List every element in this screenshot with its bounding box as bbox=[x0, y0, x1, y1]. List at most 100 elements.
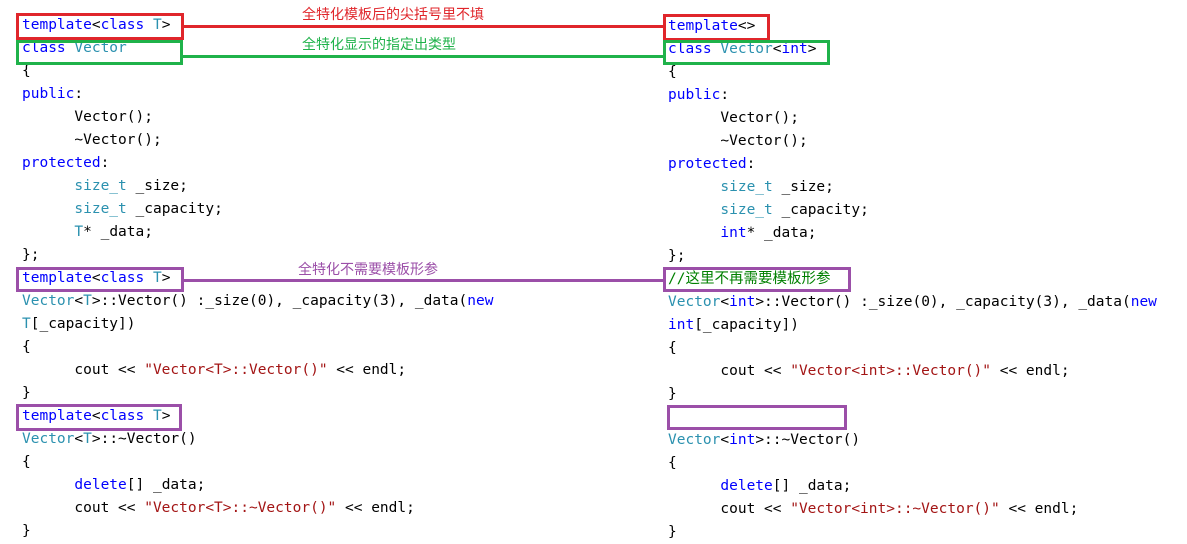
code-token: Vector bbox=[74, 40, 127, 56]
code-line: cout << "Vector<int>::~Vector()" << endl… bbox=[668, 498, 1157, 521]
code-line: Vector<int>::Vector() :_size(0), _capaci… bbox=[668, 291, 1157, 314]
code-line: } bbox=[22, 520, 493, 543]
code-token: } bbox=[668, 386, 677, 402]
purple-connector-line bbox=[184, 279, 663, 282]
code-token bbox=[22, 201, 74, 217]
code-line: cout << "Vector<T>::Vector()" << endl; bbox=[22, 359, 493, 382]
code-token: > bbox=[161, 270, 171, 286]
code-line: size_t _size; bbox=[668, 176, 1157, 199]
code-line: size_t _capacity; bbox=[22, 198, 493, 221]
code-token: Vector bbox=[22, 431, 75, 447]
code-token: protected bbox=[22, 155, 101, 171]
code-line: delete[] _data; bbox=[668, 475, 1157, 498]
code-token: Vector bbox=[22, 293, 75, 309]
code-line: size_t _size; bbox=[22, 175, 493, 198]
code-token: _capacity; bbox=[772, 202, 869, 218]
code-token: [_capacity]) bbox=[694, 317, 799, 333]
code-token: : bbox=[720, 87, 730, 103]
code-token: size_t bbox=[74, 178, 127, 194]
code-token: public bbox=[22, 86, 75, 102]
code-token: "Vector<int>::Vector()" bbox=[790, 363, 992, 379]
code-token bbox=[668, 179, 720, 195]
code-line: { bbox=[22, 451, 493, 474]
code-token: new bbox=[467, 293, 494, 309]
code-line: public: bbox=[668, 84, 1157, 107]
code-token: Vector bbox=[720, 41, 773, 57]
code-line: //这里不再需要模板形参 bbox=[668, 268, 1157, 291]
code-line: } bbox=[668, 383, 1157, 406]
code-token: ~Vector(); bbox=[668, 133, 808, 149]
code-token: public bbox=[668, 87, 721, 103]
code-token: Vector(); bbox=[22, 109, 153, 125]
code-line: template<class T> bbox=[22, 14, 493, 37]
code-line: { bbox=[668, 452, 1157, 475]
code-token: T bbox=[152, 408, 162, 424]
generic-template-code: template<class T>class Vector{public: Ve… bbox=[22, 14, 493, 543]
code-token: } bbox=[22, 385, 31, 401]
code-line: } bbox=[668, 521, 1157, 544]
code-token: "Vector<T>::~Vector()" bbox=[144, 500, 337, 516]
code-line: Vector<T>::~Vector() bbox=[22, 428, 493, 451]
code-token: } bbox=[668, 524, 677, 540]
code-line: }; bbox=[668, 245, 1157, 268]
code-line: class Vector bbox=[22, 37, 493, 60]
code-token: _size; bbox=[126, 178, 188, 194]
code-token: delete bbox=[720, 478, 773, 494]
code-token: << endl; bbox=[327, 362, 407, 378]
code-token: > bbox=[161, 408, 171, 424]
code-line: Vector(); bbox=[22, 106, 493, 129]
code-line: protected: bbox=[668, 153, 1157, 176]
code-token: : bbox=[74, 86, 84, 102]
code-line: { bbox=[22, 336, 493, 359]
code-token: T bbox=[152, 17, 162, 33]
code-line: template<class T> bbox=[22, 405, 493, 428]
code-line: } bbox=[22, 382, 493, 405]
code-token: T bbox=[22, 316, 31, 332]
code-token: T bbox=[83, 293, 92, 309]
purple-annotation: 全特化不需要模板形参 bbox=[298, 262, 438, 278]
code-token bbox=[22, 224, 74, 240]
red-connector-line bbox=[184, 25, 663, 28]
code-token: new bbox=[1130, 294, 1157, 310]
code-token: template bbox=[22, 270, 92, 286]
code-line: Vector<T>::Vector() :_size(0), _capacity… bbox=[22, 290, 493, 313]
code-token: > bbox=[161, 17, 171, 33]
code-token: Vector(); bbox=[668, 110, 799, 126]
code-token: template bbox=[22, 408, 92, 424]
purple-box-right-empty bbox=[667, 405, 847, 430]
code-token: * _data; bbox=[746, 225, 817, 241]
code-line: delete[] _data; bbox=[22, 474, 493, 497]
green-annotation: 全特化显示的指定出类型 bbox=[302, 37, 456, 53]
code-token: [] _data; bbox=[772, 478, 852, 494]
code-token: protected bbox=[668, 156, 747, 172]
code-token: cout << bbox=[22, 500, 145, 516]
code-token: < bbox=[91, 408, 101, 424]
code-line: T* _data; bbox=[22, 221, 493, 244]
code-token: template bbox=[22, 17, 92, 33]
code-token: class bbox=[100, 270, 145, 286]
code-token: Vector bbox=[668, 294, 721, 310]
code-token: >::~Vector() bbox=[91, 431, 197, 447]
code-token: size_t bbox=[720, 202, 773, 218]
code-token: template bbox=[668, 18, 738, 34]
code-line: int[_capacity]) bbox=[668, 314, 1157, 337]
code-token: }; bbox=[668, 248, 686, 264]
code-token: class bbox=[668, 41, 712, 57]
code-token: { bbox=[668, 340, 677, 356]
code-token: Vector bbox=[668, 432, 721, 448]
code-token: { bbox=[22, 454, 31, 470]
code-token: < bbox=[772, 41, 782, 57]
code-token: >::Vector() :_size(0), _capacity(3), _da… bbox=[91, 293, 468, 309]
code-line: Vector<int>::~Vector() bbox=[668, 429, 1157, 452]
code-line: cout << "Vector<int>::Vector()" << endl; bbox=[668, 360, 1157, 383]
code-line: int* _data; bbox=[668, 222, 1157, 245]
code-line: public: bbox=[22, 83, 493, 106]
code-token: //这里不再需要模板形参 bbox=[668, 271, 831, 287]
code-token: class bbox=[22, 40, 66, 56]
code-token: >::Vector() :_size(0), _capacity(3), _da… bbox=[755, 294, 1131, 310]
code-token: < bbox=[720, 294, 730, 310]
code-token: : bbox=[100, 155, 110, 171]
code-token: T bbox=[152, 270, 162, 286]
code-line: { bbox=[668, 61, 1157, 84]
code-token bbox=[22, 178, 74, 194]
